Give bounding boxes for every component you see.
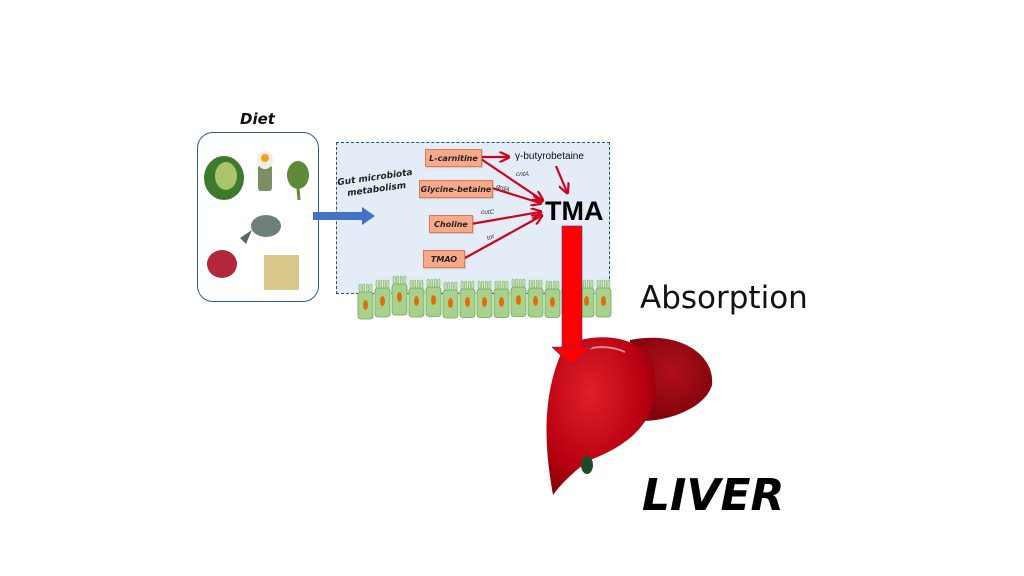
cell-nucleus — [482, 297, 487, 307]
microvillus — [369, 283, 373, 293]
fish-icon — [240, 215, 281, 244]
cell-nucleus — [584, 296, 589, 306]
cell-nucleus — [533, 296, 538, 306]
liver-illustration — [546, 337, 713, 495]
microvillus — [403, 275, 407, 285]
microvillus — [386, 279, 390, 289]
absorption-label: Absorption — [640, 280, 808, 316]
arrow-glycinebetaine-to-tma — [491, 186, 540, 203]
microvillus — [505, 280, 509, 290]
microvillus — [515, 278, 519, 288]
microvillus — [416, 279, 420, 289]
microvillus — [358, 283, 362, 293]
microvillus — [511, 278, 515, 288]
microvillus — [488, 280, 492, 290]
microvillus — [409, 279, 413, 289]
egg-icon — [257, 151, 273, 191]
microvillus — [430, 278, 434, 288]
microvillus — [535, 279, 539, 289]
arrow-lcarnitine-to-tma — [480, 158, 542, 200]
microvillus — [607, 279, 611, 289]
microvillus — [583, 279, 587, 289]
cell-nucleus — [363, 300, 368, 310]
absorption-arrow — [551, 225, 593, 367]
microvillus — [556, 280, 560, 290]
microvillus — [382, 279, 386, 289]
microvillus — [590, 279, 594, 289]
cell-nucleus — [601, 296, 606, 306]
microvillus — [471, 280, 475, 290]
microvillus — [365, 283, 369, 293]
arrow-butyrobetaine-to-tma — [554, 165, 567, 192]
gamma-butyrobetaine-label: γ-butyrobetaine — [515, 151, 584, 162]
cell-nucleus — [448, 298, 453, 308]
microvillus — [447, 281, 451, 291]
microvillus — [528, 279, 532, 289]
microvillus — [426, 278, 430, 288]
microvillus — [437, 278, 441, 288]
microvillus — [379, 279, 383, 289]
microvillus — [532, 279, 536, 289]
microvillus — [494, 280, 498, 290]
cell-nucleus — [516, 295, 521, 305]
arrow-tmao-to-tma — [464, 216, 541, 259]
substrate-glycine-betaine: Glycine-betaine — [419, 180, 493, 198]
microvillus — [600, 279, 604, 289]
microvillus — [454, 281, 458, 291]
microvillus — [399, 275, 403, 285]
microvillus — [464, 280, 468, 290]
microvillus — [396, 275, 400, 285]
microvillus — [362, 283, 366, 293]
microvillus — [596, 279, 600, 289]
microvillus — [467, 280, 471, 290]
microvillus — [484, 280, 488, 290]
artichoke-icon — [287, 161, 309, 201]
substrate-choline: Choline — [429, 215, 473, 233]
microvillus — [392, 275, 396, 285]
microvillus — [498, 280, 502, 290]
cell-nucleus — [397, 292, 402, 302]
microvillus — [501, 280, 505, 290]
microvillus — [477, 280, 481, 290]
microvillus — [603, 279, 607, 289]
microvillus — [539, 279, 543, 289]
enzyme-cutC: cutC — [481, 209, 495, 216]
bean-sprouts-icon — [264, 255, 299, 290]
microvillus — [460, 280, 464, 290]
microvillus — [586, 279, 590, 289]
cabbage-icon — [204, 156, 244, 200]
microvillus — [481, 280, 485, 290]
enzyme-cntA: cntA — [516, 171, 530, 178]
cell-nucleus — [465, 297, 470, 307]
microvillus — [420, 279, 424, 289]
microvillus — [375, 279, 379, 289]
cell-nucleus — [414, 296, 419, 306]
microvillus — [450, 281, 454, 291]
cell-nucleus — [499, 297, 504, 307]
microvillus — [552, 280, 556, 290]
red-meat-icon — [207, 250, 237, 278]
microvillus — [545, 280, 549, 290]
substrate-l-carnitine: L-carnitine — [425, 149, 482, 167]
cell-nucleus — [431, 295, 436, 305]
microvillus — [413, 279, 417, 289]
arrow-choline-to-tma — [470, 212, 540, 226]
microvillus — [549, 280, 553, 290]
microvillus — [522, 278, 526, 288]
diet-to-gut-arrow — [313, 207, 375, 225]
cell-nucleus — [380, 296, 385, 306]
microvillus — [443, 281, 447, 291]
cell-nucleus — [550, 297, 555, 307]
liver-label: LIVER — [642, 470, 785, 521]
tma-label: TMA — [545, 196, 604, 226]
substrate-tmao: TMAO — [423, 250, 465, 268]
microvillus — [433, 278, 437, 288]
microvillus — [518, 278, 522, 288]
reaction-arrows — [464, 157, 567, 259]
diet-title: Diet — [240, 110, 275, 128]
